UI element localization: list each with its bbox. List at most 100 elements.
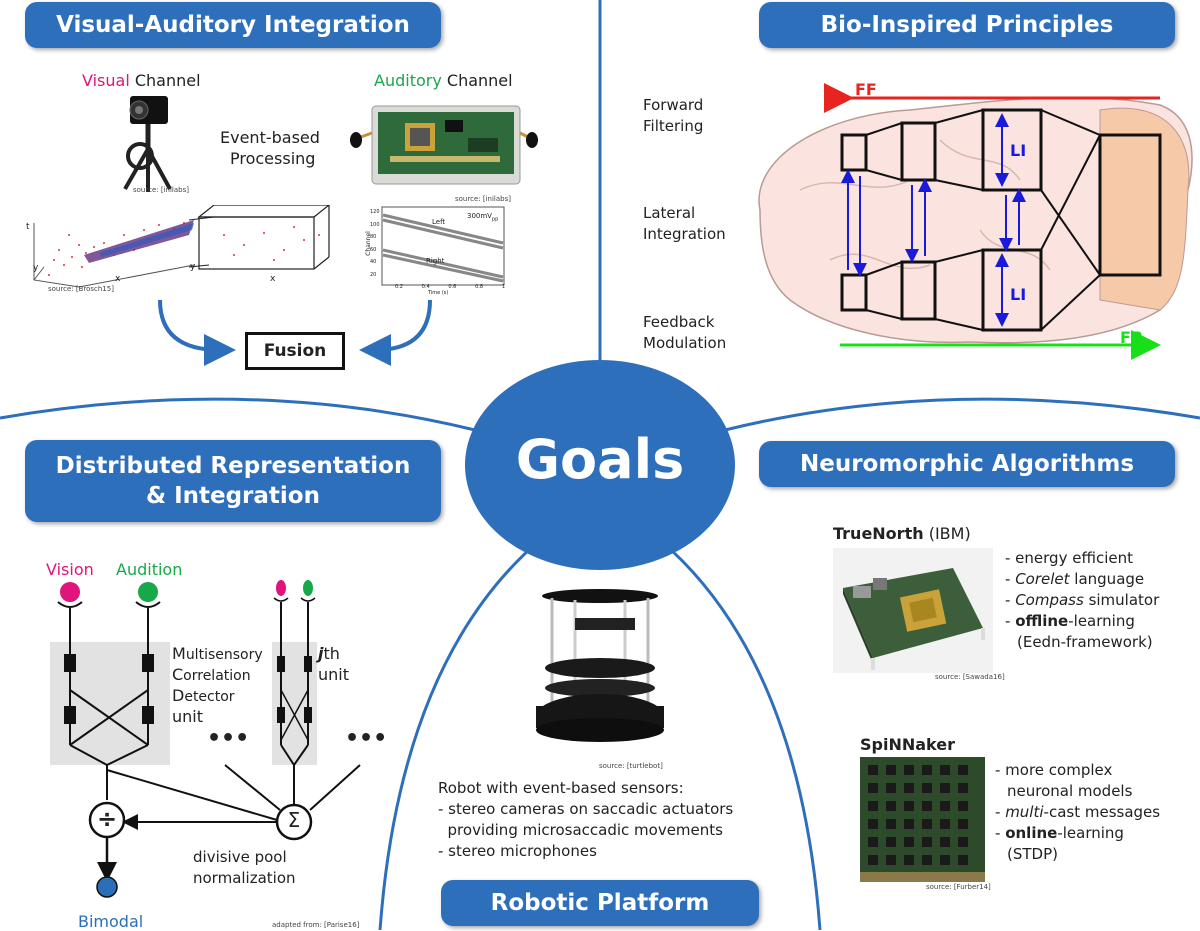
mcd-d-rest: etector (184, 689, 235, 705)
header-distributed-line2: & Integration (146, 483, 320, 509)
auditory-word: Auditory (374, 71, 442, 90)
header-bio-inspired-label: Bio-Inspired Principles (820, 12, 1114, 38)
tn-feature-1: - energy efficient (1005, 549, 1133, 567)
header-bio-inspired: Bio-Inspired Principles (759, 2, 1175, 48)
mcd-c-rest: orrelation (183, 668, 251, 684)
sp-cast: -cast messages (1043, 803, 1161, 821)
ytick-40: 40 (370, 259, 377, 266)
axis-y1-label: y (33, 263, 39, 273)
dots-2: ••• (345, 726, 388, 751)
ytick-120: 120 (370, 209, 380, 215)
header-robotic-label: Robotic Platform (490, 890, 710, 916)
mcd-line-c: Correlation (172, 665, 263, 686)
xtick-5: 1 (501, 284, 505, 290)
tn-offline: offline (1015, 612, 1069, 630)
jth-unit: unit (318, 665, 349, 684)
divisive-pool-label: divisive pool (193, 848, 287, 866)
plot-xticks: 0.2 0.4 0.6 0.8 1 (395, 284, 505, 290)
event-camera-image (123, 96, 172, 192)
tn-feature-2: - Corelet language (1005, 570, 1145, 588)
goals-title: Goals (515, 428, 685, 491)
truenorth-title: TrueNorth (IBM) (833, 524, 971, 543)
axis-x2-label: x (270, 274, 276, 284)
divide-symbol: ÷ (97, 805, 118, 833)
mcd-m-rest: ultisensory (185, 647, 263, 663)
processing-label: Processing (230, 149, 316, 168)
spinnaker-features: - more complex neuronal models - multi-c… (995, 760, 1160, 865)
goals-ellipse (465, 360, 735, 570)
plot-voltage-sub: pp (491, 216, 499, 223)
auditory-board-image (350, 105, 538, 185)
plot-right-label: Right (426, 257, 445, 265)
truenorth-features: - energy efficient - Corelet language - … (1005, 548, 1159, 653)
robot-line-1: Robot with event-based sensors: (438, 779, 684, 797)
tn-feature-4: - offline-learning (1005, 612, 1135, 630)
axis-t-label: t (26, 222, 30, 232)
xtick-4: 0.8 (475, 284, 484, 290)
plot-voltage: 300mVpp (467, 212, 498, 222)
source-brosch: source: [Brosch15] (48, 285, 114, 293)
plot-xlabel: Time (s) (428, 290, 449, 296)
lateral-label: Lateral (643, 204, 696, 222)
truenorth-board-image (833, 548, 993, 673)
normalization-label: normalization (193, 869, 296, 887)
axis-y2-label: y (190, 262, 196, 272)
fusion-box: Fusion (245, 332, 345, 370)
integration-label: Integration (643, 225, 726, 243)
jth-label: jth unit (318, 643, 349, 685)
visual-word: Visual (82, 71, 130, 90)
mcd-line-m: Multisensory (172, 644, 263, 665)
event-cloud-plot (33, 205, 330, 288)
jth-line: jth (318, 643, 349, 664)
visual-channel-label: Visual Channel (82, 70, 201, 91)
sp-feature-3: - multi-cast messages (995, 803, 1161, 821)
spinnaker-board-image (860, 757, 985, 882)
bimodal-label: Bimodal (78, 912, 144, 931)
sp-online: online (1005, 824, 1058, 842)
channel-word-1: Channel (134, 71, 201, 90)
audition-label: Audition (116, 560, 183, 579)
modulation-label: Modulation (643, 334, 727, 352)
header-distributed-line1: Distributed Representation (55, 453, 411, 479)
tn-language: language (1074, 570, 1145, 588)
xtick-3: 0.6 (448, 284, 457, 290)
xtick-1: 0.2 (395, 284, 403, 290)
spike-raster-plot (381, 206, 505, 286)
tn-simulator: simulator (1088, 591, 1160, 609)
xtick-2: 0.4 (421, 284, 430, 290)
sigma-symbol: Σ (287, 808, 301, 832)
event-based-label: Event-based (220, 128, 320, 147)
tn-feature-3: - Compass simulator (1005, 591, 1160, 609)
source-inilabs-1: source: [inilabs] (133, 186, 189, 194)
mcd-d: D (172, 686, 185, 705)
channel-word-2: Channel (446, 71, 513, 90)
plot-left-label: Left (432, 218, 446, 226)
sp-learning: -learning (1057, 824, 1124, 842)
dots-1: ••• (207, 726, 250, 751)
turtlebot-image (536, 589, 664, 742)
source-inilabs-2: source: [inilabs] (455, 195, 511, 203)
robot-line-2: - stereo cameras on saccadic actuators (438, 800, 734, 818)
ytick-100: 100 (370, 221, 380, 228)
filtering-label: Filtering (643, 117, 704, 135)
mcd-diagram (50, 580, 361, 898)
forward-label: Forward (643, 96, 704, 114)
source-turtlebot: source: [turtlebot] (599, 762, 663, 770)
sp-multi: multi (1005, 803, 1044, 821)
tn-compass: Compass (1015, 591, 1084, 609)
axis-x1-label: x (115, 274, 121, 284)
tn-corelet: Corelet (1015, 570, 1070, 588)
spinnaker-title: SpiNNaker (860, 735, 955, 754)
source-sawada: source: [Sawada16] (935, 673, 1005, 681)
mcd-c: C (172, 665, 184, 684)
plot-voltage-value: 300mV (467, 212, 492, 220)
brain-diagram (758, 83, 1193, 360)
header-robotic: Robotic Platform (441, 880, 759, 926)
auditory-channel-label: Auditory Channel (374, 70, 513, 91)
jth-j: j (318, 644, 324, 663)
ytick-60: 60 (370, 246, 377, 253)
tn-feature-5: (Eedn-framework) (1005, 632, 1159, 653)
header-visual-auditory-label: Visual-Auditory Integration (56, 12, 410, 38)
li-bottom-label: LI (1010, 285, 1027, 304)
